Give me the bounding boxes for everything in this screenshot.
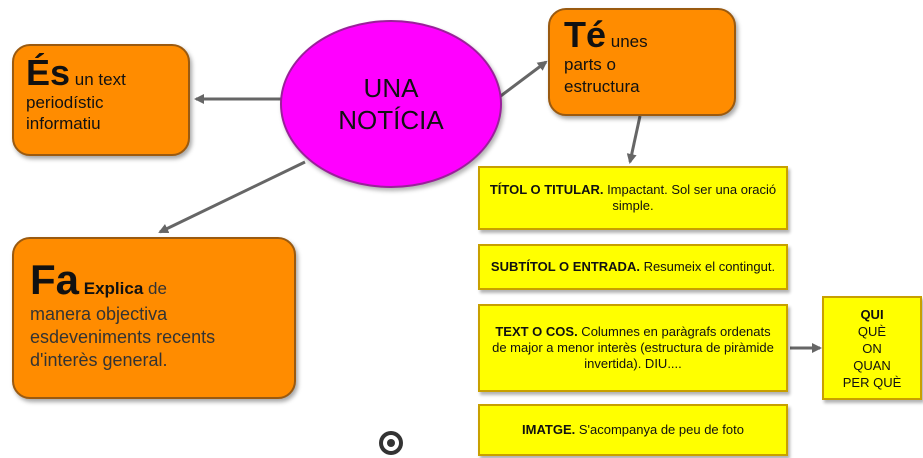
part-imatge: IMATGE. S'acompanya de peu de foto [478,404,788,456]
question-per-que: PER QUÈ [842,374,902,390]
es-first-line: un text [70,70,126,89]
te-line-3: estructura [564,77,640,96]
part-cos-bold: TEXT O COS. [495,324,578,339]
es-node: És un text periodístic informatiu [12,44,190,156]
part-subtitol: SUBTÍTOL O ENTRADA. Resumeix el contingu… [478,244,788,290]
question-quan: QUAN [853,357,891,373]
es-line-3: informatiu [26,114,101,133]
part-subtitol-text: Resumeix el contingut. [639,259,776,274]
part-subtitol-bold: SUBTÍTOL O ENTRADA. [490,259,640,274]
fa-line-2: manera objectiva [30,304,168,324]
fa-first-line: de [143,279,167,298]
fa-line-3: esdeveniments recents [30,327,216,347]
arrow-to-parts [626,115,642,164]
fa-subkeyword: Explica [79,279,144,298]
part-imatge-bold: IMATGE. [522,422,576,437]
part-imatge-text: S'acompanya de peu de foto [575,422,744,437]
question-qui: QUI [860,306,884,322]
es-line-2: periodístic [26,93,104,112]
central-line1: UNA [363,73,419,103]
te-keyword: Té [564,14,607,55]
part-titol: TÍTOL O TITULAR. Impactant. Sol ser una … [478,166,788,230]
te-line-2: parts o [564,55,616,74]
part-titol-bold: TÍTOL O TITULAR. [489,182,604,197]
central-line2: NOTÍCIA [338,105,444,135]
question-on: ON [862,340,882,356]
te-node: Té unes parts o estructura [548,8,736,116]
fa-line-4: d'interès general. [30,350,168,370]
part-titol-text: Impactant. Sol ser una oració simple. [603,182,777,213]
cmap-logo-icon [379,431,403,455]
part-cos: TEXT O COS. Columnes en paràgrafs ordena… [478,304,788,392]
questions-node: QUI QUÈ ON QUAN PER QUÈ [822,296,922,400]
arrow-to-te [497,60,548,100]
arrow-to-fa [158,160,306,234]
es-keyword: És [26,52,71,93]
part-cos-text: Columnes en paràgrafs ordenats de major … [492,324,774,371]
te-first-line: unes [606,32,648,51]
question-que: QUÈ [857,323,887,339]
central-node-una-noticia: UNA NOTÍCIA [280,20,502,188]
fa-keyword: Fa [30,256,80,303]
fa-node: Fa Explica de manera objectiva esdevenim… [12,237,296,399]
